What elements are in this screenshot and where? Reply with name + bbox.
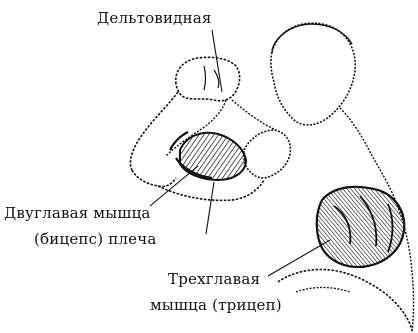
biceps-label-line1: Двуглавая мышца [4,205,151,222]
head-outline [271,23,355,125]
biceps-label-line2: (бицепс) плеча [34,231,157,248]
triceps-label-line1: Трехглавая [168,271,260,288]
upper-arm-bottom [158,180,264,200]
triceps-label-line2: мышца (трицеп) [150,297,282,314]
fist [176,57,240,100]
shoulder-line [232,100,276,130]
deltoid-label: Дельтовидная [97,10,212,27]
triceps-pointer [268,240,330,276]
triceps-muscle [317,187,405,267]
forearm-outer [130,92,178,170]
hair [272,24,352,50]
lower-arm [278,270,412,331]
lower-arm-inner [296,288,350,293]
elbow [132,170,176,187]
deltoid-pointer [212,30,222,92]
fist-knuckles [204,66,219,90]
deltoid-muscle [244,130,290,178]
biceps-pointer [150,166,198,206]
biceps-pointer-2 [206,182,214,234]
